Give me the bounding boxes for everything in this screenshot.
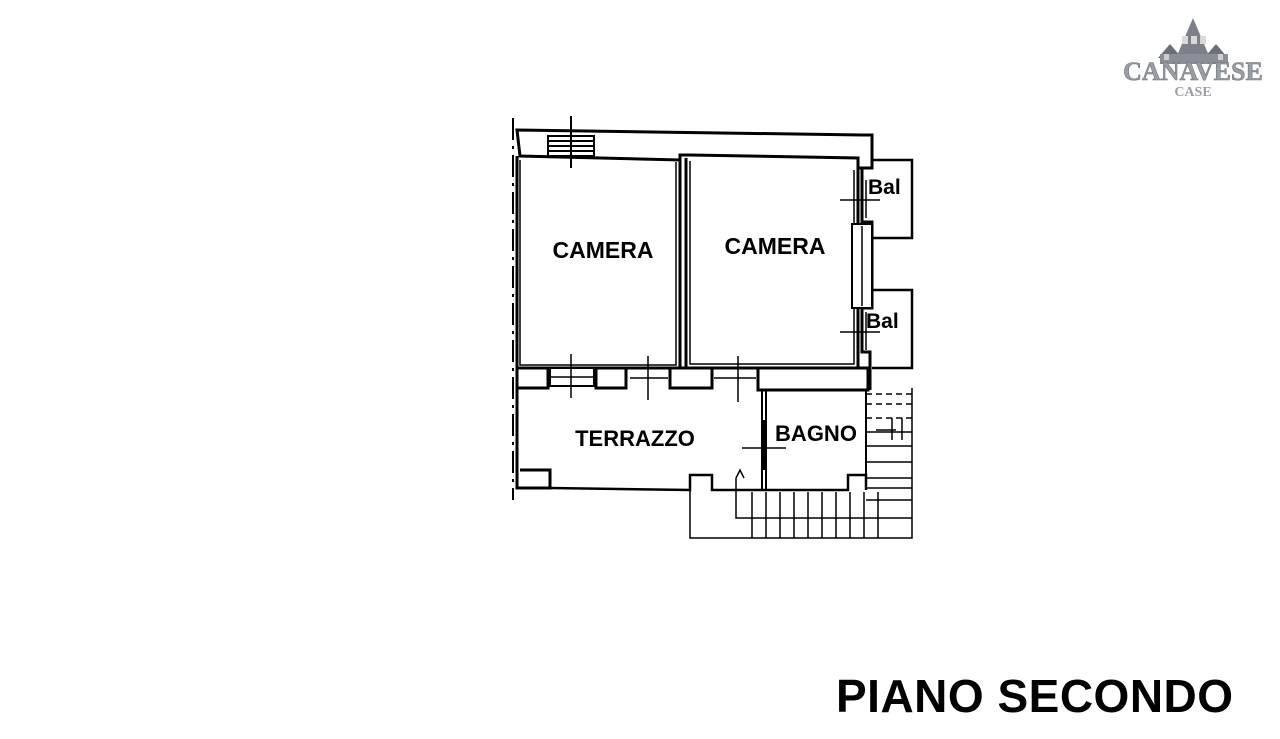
label-balcony-top: Bal <box>868 176 901 199</box>
logo-sub: CASE <box>1174 85 1211 100</box>
wall-camera-right-inner <box>689 161 855 365</box>
wall-top <box>515 128 874 170</box>
wall-camera-left-inner <box>519 160 677 366</box>
balcony-top-outline <box>872 158 914 240</box>
plan-title: PIANO SECONDO <box>836 670 1234 722</box>
window-top-left <box>547 116 595 168</box>
wall-mid-right <box>756 366 870 392</box>
wall-terrazzo-bottom <box>549 473 868 492</box>
label-terrazzo: TERRAZZO <box>575 426 695 451</box>
wall-lower <box>515 388 552 490</box>
pillar-mid-1 <box>594 366 628 390</box>
wall-middle <box>515 368 550 390</box>
label-camera-left: CAMERA <box>553 237 654 263</box>
wall-bagno <box>761 390 867 490</box>
label-camera-right: CAMERA <box>725 233 826 259</box>
balcony-bottom-outline <box>872 288 914 370</box>
label-balcony-bottom: Bal <box>866 310 899 333</box>
staircase <box>689 388 913 539</box>
label-bagno: BAGNO <box>775 421 857 446</box>
wall-camera-right <box>684 158 860 370</box>
house-icon <box>1158 18 1228 64</box>
logo-brand: CANAVESE <box>1123 57 1263 86</box>
canavese-case-logo: CANAVESE CASE <box>1123 18 1263 100</box>
pillar-mid-2 <box>668 366 714 390</box>
